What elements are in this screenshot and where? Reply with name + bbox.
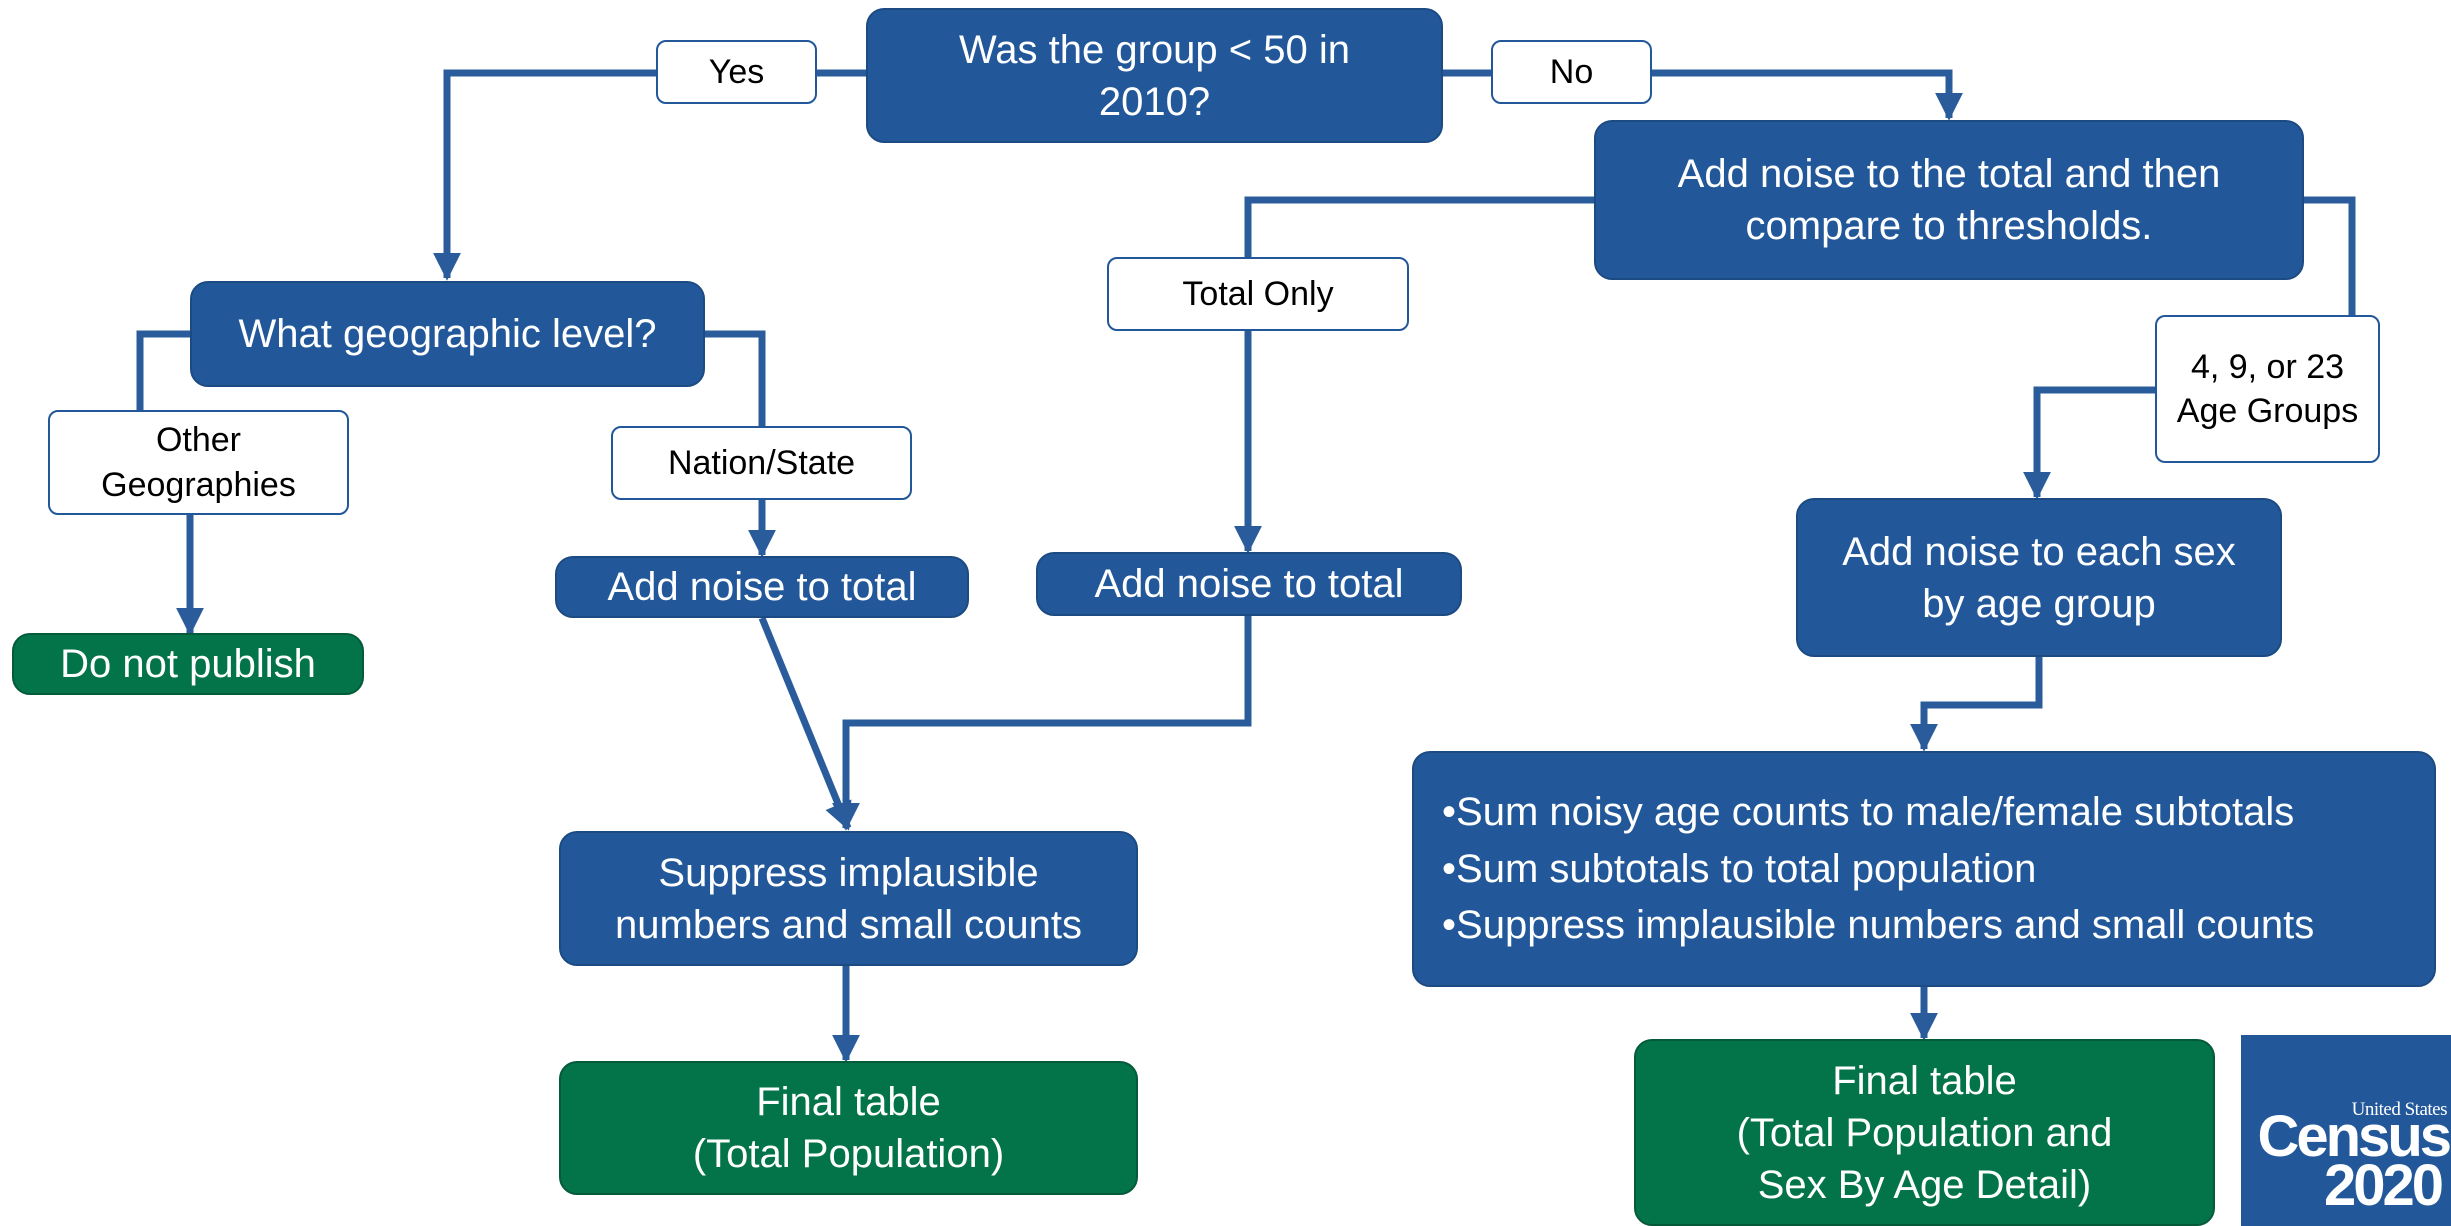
connector-threshold-age-groups <box>2304 196 2356 315</box>
age-groups-label: 4, 9, or 23 Age Groups <box>2155 315 2380 463</box>
do-not-publish-box: Do not publish <box>12 633 364 695</box>
connector-age-groups-to-noise <box>2023 386 2155 500</box>
suppress-box: Suppress implausible numbers and small c… <box>559 831 1138 966</box>
total-only-label: Total Only <box>1107 257 1409 331</box>
final-table-total-box: Final table (Total Population) <box>559 1061 1138 1195</box>
step-sum-subtotals: Sum noisy age counts to male/female subt… <box>1442 784 2294 841</box>
connector-noise-middle-to-suppress <box>832 616 1252 831</box>
other-geographies-label: Other Geographies <box>48 410 349 515</box>
add-noise-total-left: Add noise to total <box>555 556 969 618</box>
connector-geo-nation <box>705 330 766 426</box>
no-label: No <box>1491 40 1652 104</box>
final-table-detail-box: Final table (Total Population and Sex By… <box>1634 1039 2215 1226</box>
connector-threshold-total-only <box>1244 196 1594 257</box>
logo-united-states: United States <box>2351 1099 2448 1120</box>
connector-noise-left-to-suppress <box>758 616 852 831</box>
step-suppress: Suppress implausible numbers and small c… <box>1442 897 2314 954</box>
logo-2020: 2020 <box>2323 1153 2444 1218</box>
noise-sex-age-box: Add noise to each sex by age group <box>1796 498 2282 657</box>
nation-state-label: Nation/State <box>611 426 912 500</box>
connector-noise-sex-age-to-steps <box>1910 657 2043 752</box>
connector-geo-other <box>136 330 190 410</box>
add-noise-total-middle: Add noise to total <box>1036 552 1462 616</box>
yes-label: Yes <box>656 40 817 104</box>
geographic-level-question: What geographic level? <box>190 281 705 387</box>
noise-threshold-box: Add noise to the total and then compare … <box>1594 120 2304 280</box>
group-size-question: Was the group < 50 in 2010? <box>866 8 1443 143</box>
logo-census: Census <box>2257 1104 2451 1169</box>
summary-steps-box: Sum noisy age counts to male/female subt… <box>1412 751 2436 987</box>
census-2020-logo: United States Census 2020 <box>2241 1035 2451 1226</box>
step-sum-total: Sum subtotals to total population <box>1442 841 2036 898</box>
